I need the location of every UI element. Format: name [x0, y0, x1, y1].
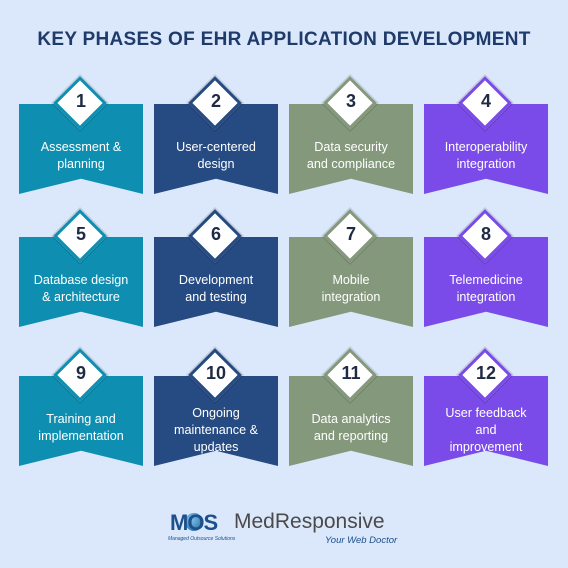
phase-number: 1	[75, 91, 86, 111]
phase-label-line: Development	[178, 273, 254, 287]
phase-label-line: Data security	[314, 140, 388, 154]
globe-icon	[185, 513, 203, 531]
phase-number: 9	[75, 363, 86, 383]
phase-label-line: and testing	[185, 290, 247, 304]
phase-label-line: Training and	[46, 412, 116, 426]
phase-label-line: Data analytics	[311, 412, 391, 426]
phase-number: 12	[475, 363, 497, 383]
phase-label-line: User feedback	[445, 406, 527, 420]
mos-logo-mark: MOS Managed Outsource Solutions	[168, 508, 235, 546]
phase-label: Data analytics and reporting	[291, 411, 411, 445]
phase-label-line: User-centered	[176, 140, 256, 154]
phase-number: 10	[205, 363, 227, 383]
phase-label-line: Assessment &	[40, 140, 122, 154]
phase-label: Mobile integration	[291, 272, 411, 306]
logo: MOS Managed Outsource Solutions MedRespo…	[168, 508, 408, 550]
phase-label-line: and compliance	[306, 157, 396, 171]
phase-label-line: Ongoing	[192, 406, 240, 420]
brand-name: MedResponsive	[234, 510, 385, 533]
phase-label: Development and testing	[156, 272, 276, 306]
phase-number: 8	[480, 224, 491, 244]
phase-number: 2	[210, 91, 221, 111]
phase-number: 3	[345, 91, 356, 111]
brand-tagline: Your Web Doctor	[325, 535, 398, 546]
phase-label-line: Telemedicine	[449, 273, 523, 287]
phase-label: Interoperability integration	[426, 139, 546, 173]
phase-label: User feedback and improvement	[426, 405, 546, 456]
phase-label: Ongoing maintenance & updates	[156, 405, 276, 456]
phase-label: User-centered design	[156, 139, 276, 173]
phase-number: 6	[210, 224, 221, 244]
phase-number: 5	[75, 224, 86, 244]
phase-label-line: integration	[321, 290, 381, 304]
phase-label-line: integration	[456, 157, 516, 171]
phase-number: 7	[345, 224, 356, 244]
phase-label: Database design & architecture	[21, 272, 141, 306]
mos-logo-subtitle: Managed Outsource Solutions	[168, 536, 236, 542]
page-title: KEY PHASES OF EHR APPLICATION DEVELOPMEN…	[37, 29, 531, 50]
phase-label: Telemedicine integration	[426, 272, 546, 306]
phase-label-line: and reporting	[313, 429, 389, 443]
phase-label-line: improvement	[449, 440, 523, 454]
phase-number: 4	[480, 91, 491, 111]
phase-number: 11	[341, 363, 361, 383]
phase-label-line: Interoperability	[444, 140, 528, 154]
phase-label-line: implementation	[38, 429, 124, 443]
phase-label-line: Database design	[33, 273, 129, 287]
phase-label-line: integration	[456, 290, 516, 304]
phase-label-line: Mobile	[332, 273, 370, 287]
phase-label-line: updates	[193, 440, 239, 454]
phase-label-line: planning	[57, 157, 105, 171]
phase-label: Training and implementation	[21, 411, 141, 445]
phase-label-line: and	[475, 423, 497, 437]
mos-logo-text: MOS	[170, 510, 218, 535]
phase-label-line: design	[197, 157, 235, 171]
phase-label-line: & architecture	[42, 290, 120, 304]
phase-label: Assessment & planning	[21, 139, 141, 173]
phase-label-line: maintenance &	[173, 423, 258, 437]
phase-label: Data security and compliance	[291, 139, 411, 173]
